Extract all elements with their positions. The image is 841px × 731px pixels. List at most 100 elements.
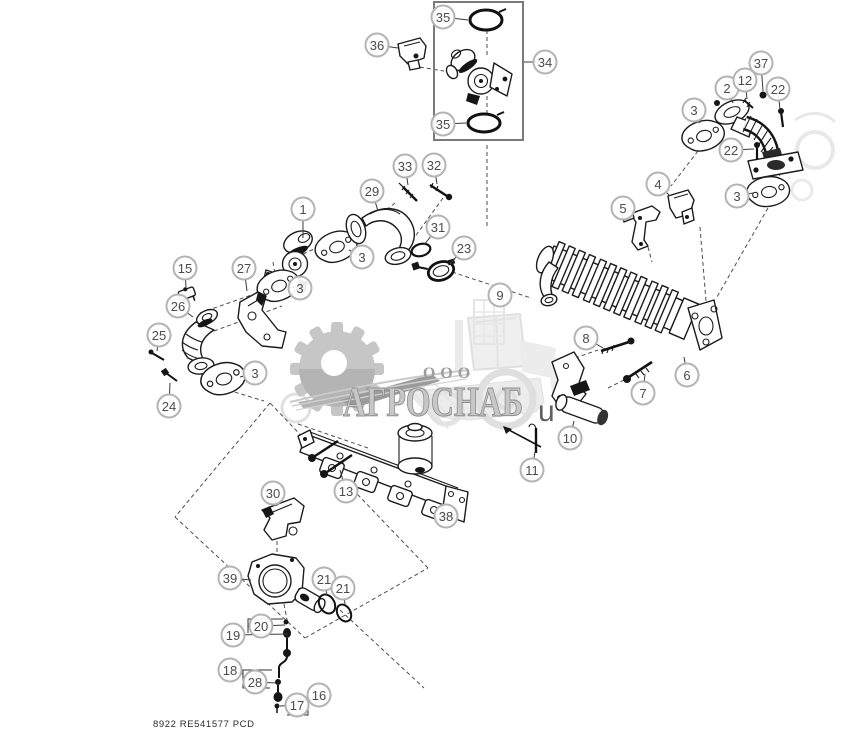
callout-23[interactable]: 23 [451, 235, 477, 261]
callout-5[interactable]: 5 [610, 195, 636, 221]
svg-text:27: 27 [237, 261, 251, 276]
callout-21[interactable]: 21 [311, 566, 337, 592]
svg-text:4: 4 [654, 177, 661, 192]
callout-7[interactable]: 7 [630, 380, 656, 406]
callout-39[interactable]: 39 [217, 565, 243, 591]
svg-text:5: 5 [619, 201, 626, 216]
callout-24[interactable]: 24 [156, 393, 182, 419]
part-bracket-tube-10 [551, 351, 609, 426]
callout-18[interactable]: 18 [217, 657, 243, 683]
svg-text:18: 18 [223, 663, 237, 678]
svg-text:3: 3 [358, 250, 365, 265]
callout-15[interactable]: 15 [172, 255, 198, 281]
callout-34[interactable]: 34 [532, 49, 558, 75]
part-bracket-36 [397, 37, 427, 71]
part-hose-fittings [273, 619, 291, 713]
watermark-faint-wheel [280, 392, 312, 424]
svg-text:3: 3 [296, 281, 303, 296]
callout-3[interactable]: 3 [287, 275, 313, 301]
callout-25[interactable]: 25 [146, 322, 172, 348]
construction-line [574, 349, 599, 359]
callout-9[interactable]: 9 [487, 282, 513, 308]
callout-17[interactable]: 17 [284, 692, 310, 718]
callout-28[interactable]: 28 [242, 669, 268, 695]
svg-text:39: 39 [223, 571, 237, 586]
watermark-stray-char: u [538, 395, 555, 428]
callout-3[interactable]: 3 [681, 97, 707, 123]
part-egr-valve-34 [445, 48, 513, 105]
callout-19[interactable]: 19 [220, 622, 246, 648]
svg-text:12: 12 [738, 73, 752, 88]
svg-text:13: 13 [339, 484, 353, 499]
svg-text:37: 37 [754, 56, 768, 71]
svg-text:8: 8 [582, 331, 589, 346]
callout-29[interactable]: 29 [359, 178, 385, 204]
svg-text:3: 3 [733, 189, 740, 204]
svg-text:7: 7 [639, 386, 646, 401]
part-bolt-8 [600, 337, 635, 355]
svg-text:10: 10 [563, 431, 577, 446]
parts-artwork [148, 1, 804, 713]
callout-22[interactable]: 22 [765, 76, 791, 102]
part-bracket-4 [667, 189, 695, 225]
svg-text:15: 15 [178, 261, 192, 276]
callout-21[interactable]: 21 [330, 575, 356, 601]
callout-6[interactable]: 6 [674, 362, 700, 388]
part-bolt-33 [398, 182, 418, 202]
callout-16[interactable]: 16 [306, 682, 332, 708]
svg-text:29: 29 [365, 184, 379, 199]
svg-text:34: 34 [538, 55, 552, 70]
svg-text:30: 30 [266, 486, 280, 501]
callout-37[interactable]: 37 [748, 50, 774, 76]
callout-30[interactable]: 30 [260, 480, 286, 506]
callout-20[interactable]: 20 [248, 613, 274, 639]
callout-12[interactable]: 12 [732, 67, 758, 93]
svg-text:1: 1 [299, 202, 306, 217]
part-oring-35-top [468, 8, 507, 32]
watermark-org-name: АГРОСНАБ [343, 380, 523, 426]
callout-26[interactable]: 26 [165, 293, 191, 319]
part-bolt-22-lower [754, 142, 760, 160]
callout-13[interactable]: 13 [333, 478, 359, 504]
callout-4[interactable]: 4 [645, 171, 671, 197]
svg-text:26: 26 [171, 299, 185, 314]
svg-text:38: 38 [439, 509, 453, 524]
part-bolts-13 [308, 439, 353, 478]
part-orings-21 [317, 593, 353, 623]
callout-11[interactable]: 11 [519, 457, 545, 483]
callout-33[interactable]: 33 [392, 153, 418, 179]
svg-text:33: 33 [398, 159, 412, 174]
callout-3[interactable]: 3 [349, 244, 375, 270]
callout-10[interactable]: 10 [557, 425, 583, 451]
part-elbow-29 [345, 208, 416, 266]
part-bolt-22-upper [778, 108, 785, 128]
callout-38[interactable]: 38 [433, 503, 459, 529]
svg-text:17: 17 [290, 698, 304, 713]
callout-3[interactable]: 3 [242, 360, 268, 386]
callout-31[interactable]: 31 [425, 214, 451, 240]
callout-1[interactable]: 1 [290, 196, 316, 222]
construction-line [297, 423, 369, 449]
callout-22[interactable]: 22 [718, 137, 744, 163]
svg-text:21: 21 [317, 572, 331, 587]
callout-3[interactable]: 3 [724, 183, 750, 209]
callout-27[interactable]: 27 [231, 255, 257, 281]
callout-35[interactable]: 35 [430, 111, 456, 137]
callout-8[interactable]: 8 [573, 325, 599, 351]
svg-text:2: 2 [723, 81, 730, 96]
callout-32[interactable]: 32 [421, 152, 447, 178]
callout-36[interactable]: 36 [364, 32, 390, 58]
watermark-org-prefix: ООО [423, 365, 475, 382]
svg-text:22: 22 [724, 143, 738, 158]
part-stud-24 [160, 367, 178, 382]
footer-part-code: 8922 RE541577 PCD [153, 719, 255, 730]
construction-line [412, 65, 445, 72]
svg-text:32: 32 [427, 158, 441, 173]
construction-line [716, 207, 769, 298]
svg-text:31: 31 [431, 220, 445, 235]
callout-35[interactable]: 35 [430, 4, 456, 30]
construction-line [413, 197, 444, 239]
